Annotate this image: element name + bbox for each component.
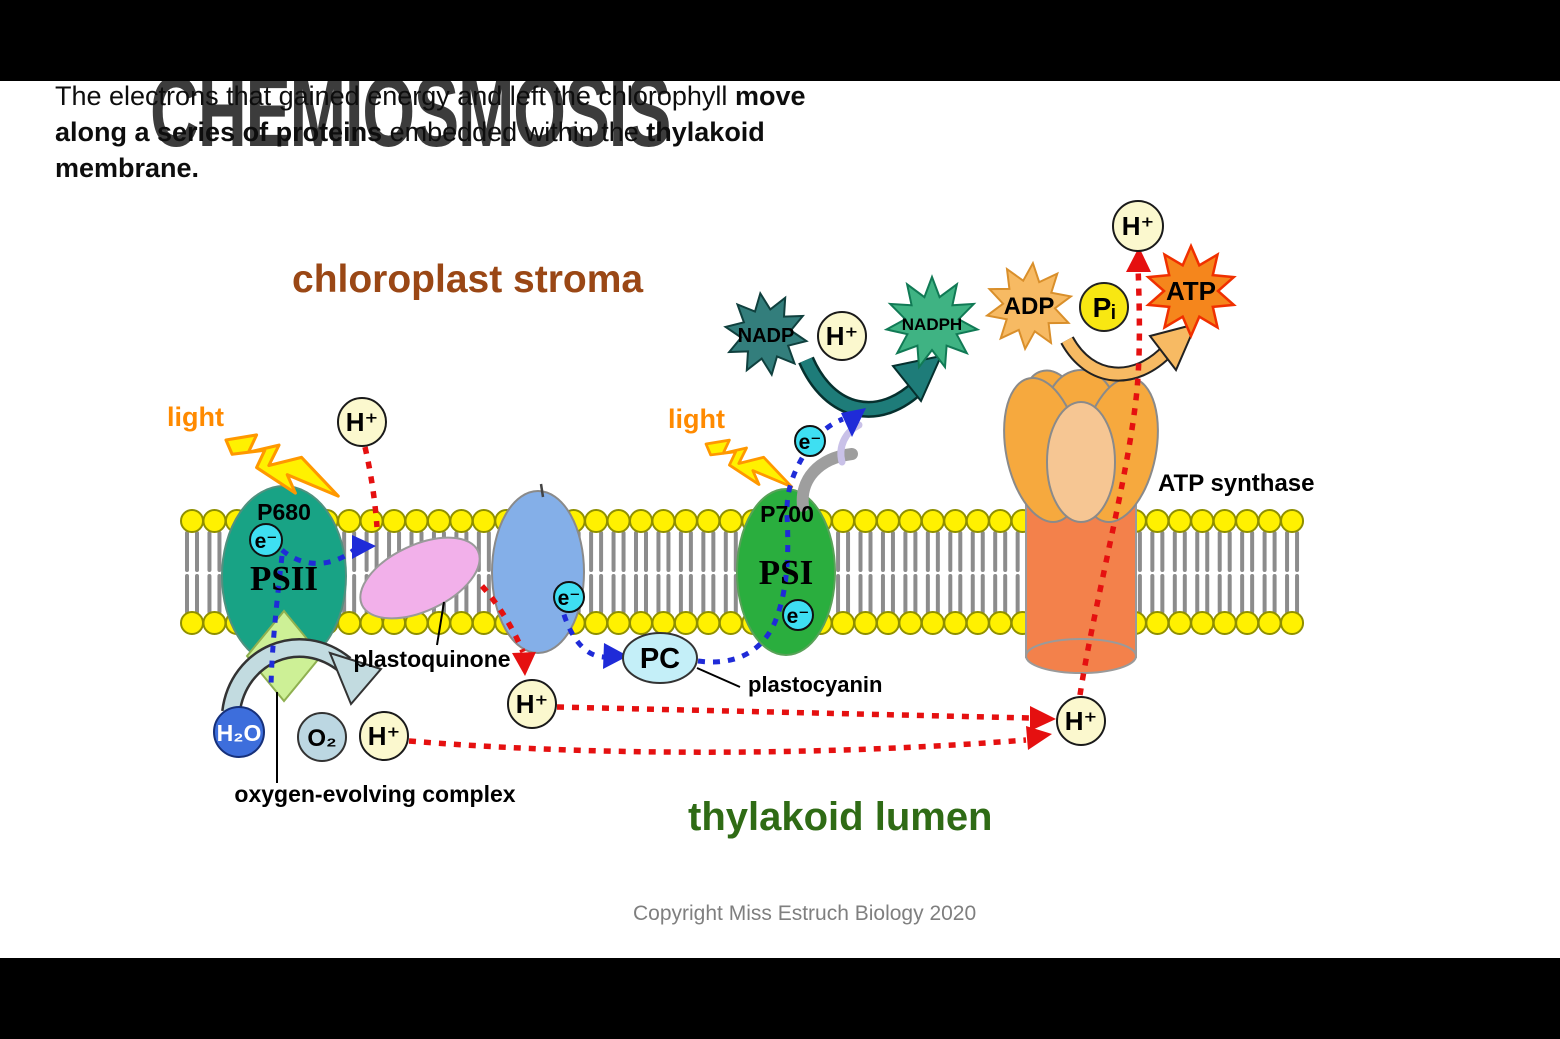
psii-label: PSII xyxy=(250,559,318,598)
electron-arrowhead-nadp xyxy=(841,408,866,437)
thylakoid-lumen-label: thylakoid lumen xyxy=(688,795,993,839)
proton-arrowhead-synthase1 xyxy=(1030,706,1056,731)
intro-part4-bold: thylakoid membrane. xyxy=(55,117,765,183)
nadp-reduction-arrow xyxy=(800,357,925,416)
p700-label: P700 xyxy=(760,501,814,527)
p680-label: P680 xyxy=(257,499,311,525)
proton-label-top: H⁺ xyxy=(1122,211,1155,241)
proton-paths xyxy=(362,265,1143,755)
nadph-starburst xyxy=(883,274,981,370)
water-label: H₂O xyxy=(217,720,262,746)
intro-part3: embedded within the xyxy=(382,117,647,147)
water-splitting-arrowhead xyxy=(328,651,383,706)
nadp-label: NADP xyxy=(738,325,795,347)
intro-part1: The electrons that gained energy and lef… xyxy=(55,81,735,111)
intro-paragraph: The electrons that gained energy and lef… xyxy=(55,78,830,186)
light-label-psi: light xyxy=(668,404,725,434)
proton-label-nadp: H⁺ xyxy=(826,321,859,351)
pi-circle xyxy=(1079,282,1129,332)
adp-label: ADP xyxy=(1004,293,1055,320)
light-label-psii: light xyxy=(167,402,224,432)
proton-arrowhead-lumen xyxy=(512,652,536,676)
psi-label: PSI xyxy=(759,553,813,592)
nadp-reduction-arrowhead xyxy=(891,354,943,403)
plastocyanin-shape xyxy=(622,632,698,684)
electron-label-psi: e⁻ xyxy=(787,605,810,628)
plastocyanin-pointer xyxy=(696,667,741,688)
proton-label-lumen-left: H⁺ xyxy=(368,721,401,751)
nadp-starburst xyxy=(723,290,809,378)
nadph-label: NADPH xyxy=(902,315,962,334)
copyright-text: Copyright Miss Estruch Biology 2020 xyxy=(633,902,977,925)
plastoquinone-label: plastoquinone xyxy=(353,646,510,672)
lightning-bolt-psii xyxy=(224,433,340,498)
electron-label-top: e⁻ xyxy=(799,431,822,454)
oxygen-label: O₂ xyxy=(307,725,336,752)
plastocyanin-label: plastocyanin xyxy=(748,672,882,697)
adp-to-atp-arrow xyxy=(1062,337,1172,380)
plastoquinone-shape xyxy=(359,536,481,620)
cytochrome-complex-shape xyxy=(491,490,585,654)
cytochrome-tick xyxy=(539,483,545,498)
proton-arrowhead-stroma xyxy=(1126,247,1151,272)
plastoquinone-pointer xyxy=(436,601,445,646)
proton-label-lumen-synthase: H⁺ xyxy=(1065,706,1098,736)
adp-starburst xyxy=(984,260,1074,352)
electron-arrowhead-pc xyxy=(603,643,628,669)
atp-synthase-shape xyxy=(1003,369,1159,674)
letterbox-bottom xyxy=(0,958,1560,1039)
chloroplast-stroma-label: chloroplast stroma xyxy=(292,258,644,301)
proton-arrowhead-synthase2 xyxy=(1026,726,1052,750)
letterbox-top xyxy=(0,0,1560,81)
electron-label-cytochrome: e⁻ xyxy=(558,587,581,610)
oxygen-circle xyxy=(297,712,347,762)
electron-label-psii: e⁻ xyxy=(255,530,278,553)
atp-starburst xyxy=(1145,242,1237,340)
electron-arrowhead-pq xyxy=(352,535,376,559)
lightning-bolt-psi xyxy=(704,438,794,489)
oec-label: oxygen-evolving complex xyxy=(234,781,515,807)
water-circle xyxy=(213,706,265,758)
electron-circles xyxy=(249,425,826,631)
proton-label-stroma-left: H⁺ xyxy=(346,407,379,437)
pc-label: PC xyxy=(640,643,680,675)
water-splitting-arrow xyxy=(223,640,350,714)
proton-label-lumen-mid: H⁺ xyxy=(516,689,549,719)
proton-circles xyxy=(337,200,1164,761)
adp-to-atp-arrowhead xyxy=(1148,322,1198,372)
pi-label: Pᵢ xyxy=(1093,292,1116,323)
intro-part2-bold: move along a series of proteins xyxy=(55,81,806,147)
atp-label: ATP xyxy=(1166,276,1216,306)
atp-synthase-label: ATP synthase xyxy=(1158,470,1315,497)
